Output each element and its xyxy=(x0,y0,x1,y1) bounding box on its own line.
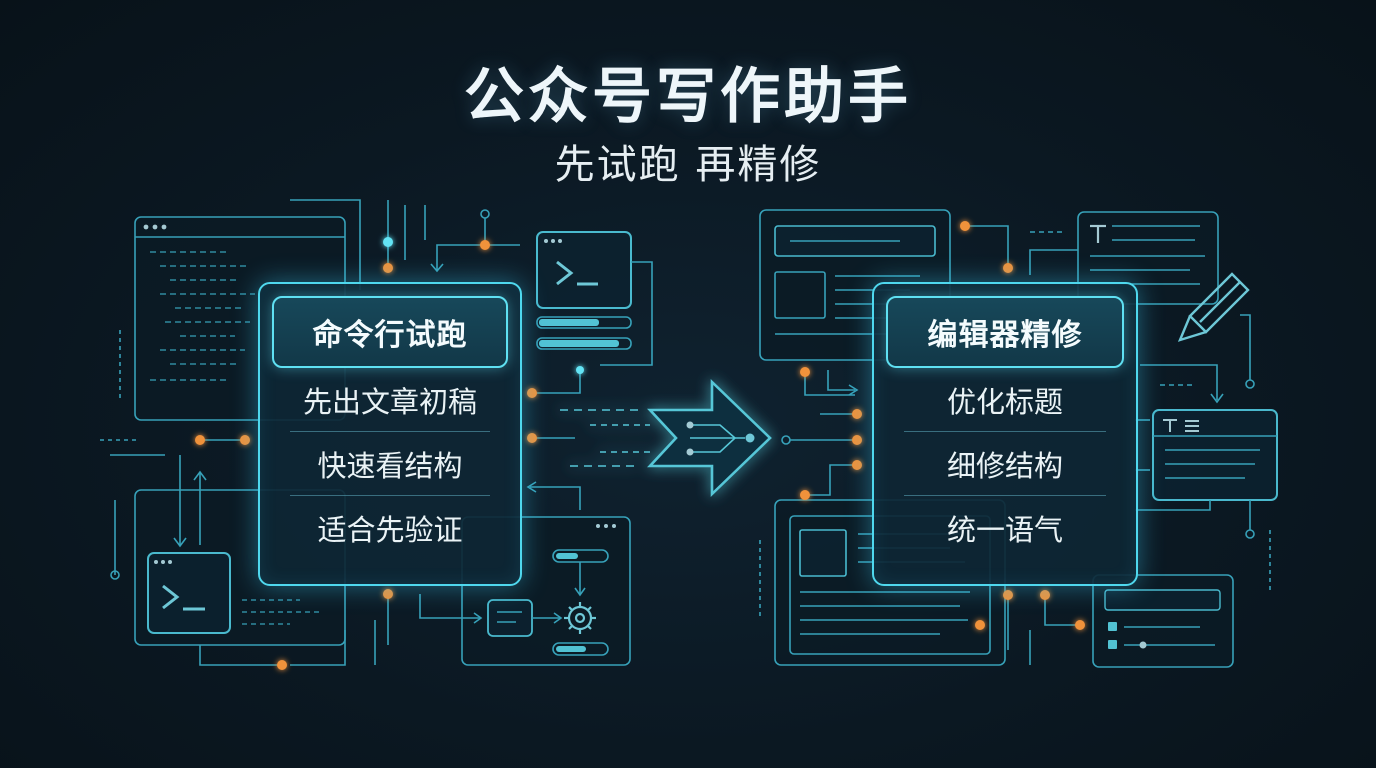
cli-trial-item: 适合先验证 xyxy=(317,513,463,547)
cli-trial-card: 命令行试跑 先出文章初稿 快速看结构 适合先验证 xyxy=(258,282,522,586)
text-doc-mid-right xyxy=(1140,314,1278,539)
terminal-icon xyxy=(162,584,205,611)
gear-icon xyxy=(564,602,596,634)
editor-refine-item: 统一语气 xyxy=(946,513,1063,547)
terminal-window-top xyxy=(536,231,653,366)
page-title: 公众号写作助手 xyxy=(464,62,912,132)
orange-nodes xyxy=(195,221,1085,670)
pen-icon xyxy=(1177,272,1250,342)
cli-trial-item: 快速看结构 xyxy=(317,449,463,483)
editor-refine-card-title: 编辑器精修 xyxy=(886,296,1124,368)
card-divider xyxy=(904,431,1106,432)
cli-trial-item: 先出文章初稿 xyxy=(302,385,477,419)
text-type-icon xyxy=(1090,224,1106,243)
card-divider xyxy=(290,431,490,432)
right-connector-lines xyxy=(759,225,1271,665)
editor-refine-item: 细修结构 xyxy=(946,449,1063,483)
cyan-nodes xyxy=(383,237,584,374)
list-window-panel xyxy=(1092,574,1234,668)
left-connector-lines xyxy=(100,199,581,666)
arrow-right-icon xyxy=(560,378,772,498)
editor-refine-card: 编辑器精修 优化标题 细修结构 统一语气 xyxy=(872,282,1138,586)
editor-refine-item: 优化标题 xyxy=(946,385,1063,419)
card-divider xyxy=(904,495,1106,496)
cli-trial-card-title: 命令行试跑 xyxy=(272,296,508,368)
page-subtitle: 先试跑 再精修 xyxy=(554,142,822,188)
card-divider xyxy=(290,495,490,496)
text-doc-top-right xyxy=(1029,211,1219,305)
